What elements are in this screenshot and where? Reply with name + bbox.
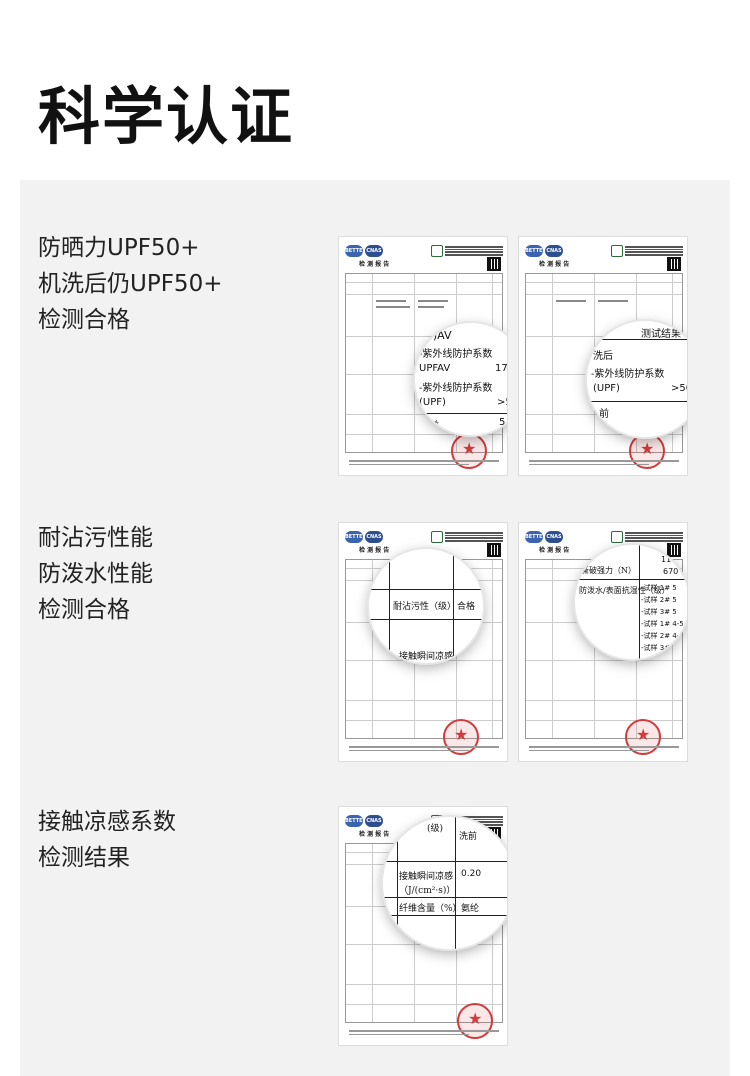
report-image: BETTER CNAS 检 测 报 告 (级) 洗前 接触瞬间凉感 0.20 （… bbox=[338, 806, 508, 1046]
org-logo: BETTER bbox=[525, 531, 546, 543]
report-image: BETTER CNAS 检 测 报 告 测试结果 洗后 -紫外线防护系数 (UP… bbox=[518, 236, 688, 476]
magnifier-upf-before: (B)AV -紫外线防护系数 UPFAV 1740 -紫外线防护系数 (UPF)… bbox=[415, 323, 507, 435]
cnas-logo: CNAS bbox=[365, 815, 383, 827]
magnifier-stain: 耐沾污性（级） 合格 接触瞬间凉感 合格 bbox=[369, 549, 483, 663]
red-stamp bbox=[457, 1003, 493, 1039]
qr-code-icon bbox=[667, 257, 681, 271]
qr-code-icon bbox=[487, 543, 501, 557]
section-label-upf: 防晒力UPF50+ 机洗后仍UPF50+ 检测合格 bbox=[38, 235, 223, 333]
org-logo: BETTER bbox=[525, 245, 546, 257]
section-label-stain-water: 耐沾污性能 防泼水性能 检测合格 bbox=[38, 525, 153, 623]
emblem-icon bbox=[611, 245, 623, 257]
org-logo: BETTER bbox=[345, 815, 366, 827]
report-image: BETTER CNAS 检 测 报 告 耐沾污性（级） 合格 接触瞬间凉感 合格 bbox=[338, 522, 508, 762]
page-title: 科学认证 bbox=[38, 80, 295, 153]
emblem-icon bbox=[431, 245, 443, 257]
cnas-logo: CNAS bbox=[365, 531, 383, 543]
report-title: 检 测 报 告 bbox=[539, 547, 570, 554]
qr-code-icon bbox=[667, 543, 681, 557]
red-stamp bbox=[629, 433, 665, 469]
emblem-icon bbox=[431, 531, 443, 543]
report-title: 检 测 报 告 bbox=[359, 261, 390, 268]
report-title: 检 测 报 告 bbox=[359, 831, 390, 838]
certification-panel: 防晒力UPF50+ 机洗后仍UPF50+ 检测合格 BETTER CNAS 检 … bbox=[20, 180, 730, 1076]
report-title: 检 测 报 告 bbox=[539, 261, 570, 268]
cnas-logo: CNAS bbox=[545, 245, 563, 257]
qr-code-icon bbox=[487, 257, 501, 271]
report-image: BETTER CNAS 检 测 报 告 (B)AV -紫外线防护系数 UPFAV… bbox=[338, 236, 508, 476]
magnifier-upf-after: 测试结果 洗后 -紫外线防护系数 (UPF) >50 前 bbox=[587, 321, 687, 437]
red-stamp bbox=[625, 719, 661, 755]
section-label-cooling: 接触凉感系数 检测结果 bbox=[38, 809, 176, 871]
report-image: BETTER CNAS 检 测 报 告 1100 撕破强力（N） 670 防泼水… bbox=[518, 522, 688, 762]
org-logo: BETTER bbox=[345, 531, 366, 543]
cnas-logo: CNAS bbox=[545, 531, 563, 543]
red-stamp bbox=[443, 719, 479, 755]
org-logo: BETTER bbox=[345, 245, 366, 257]
magnifier-water: 1100 撕破强力（N） 670 防泼水/表面抗湿性（级） -试样 1# 5 -… bbox=[575, 545, 687, 659]
emblem-icon bbox=[611, 531, 623, 543]
magnifier-cooling: (级) 洗前 接触瞬间凉感 0.20 （J/(cm²·s)） 纤维含量（%） 氨… bbox=[383, 817, 507, 949]
cnas-logo: CNAS bbox=[365, 245, 383, 257]
report-title: 检 测 报 告 bbox=[359, 547, 390, 554]
